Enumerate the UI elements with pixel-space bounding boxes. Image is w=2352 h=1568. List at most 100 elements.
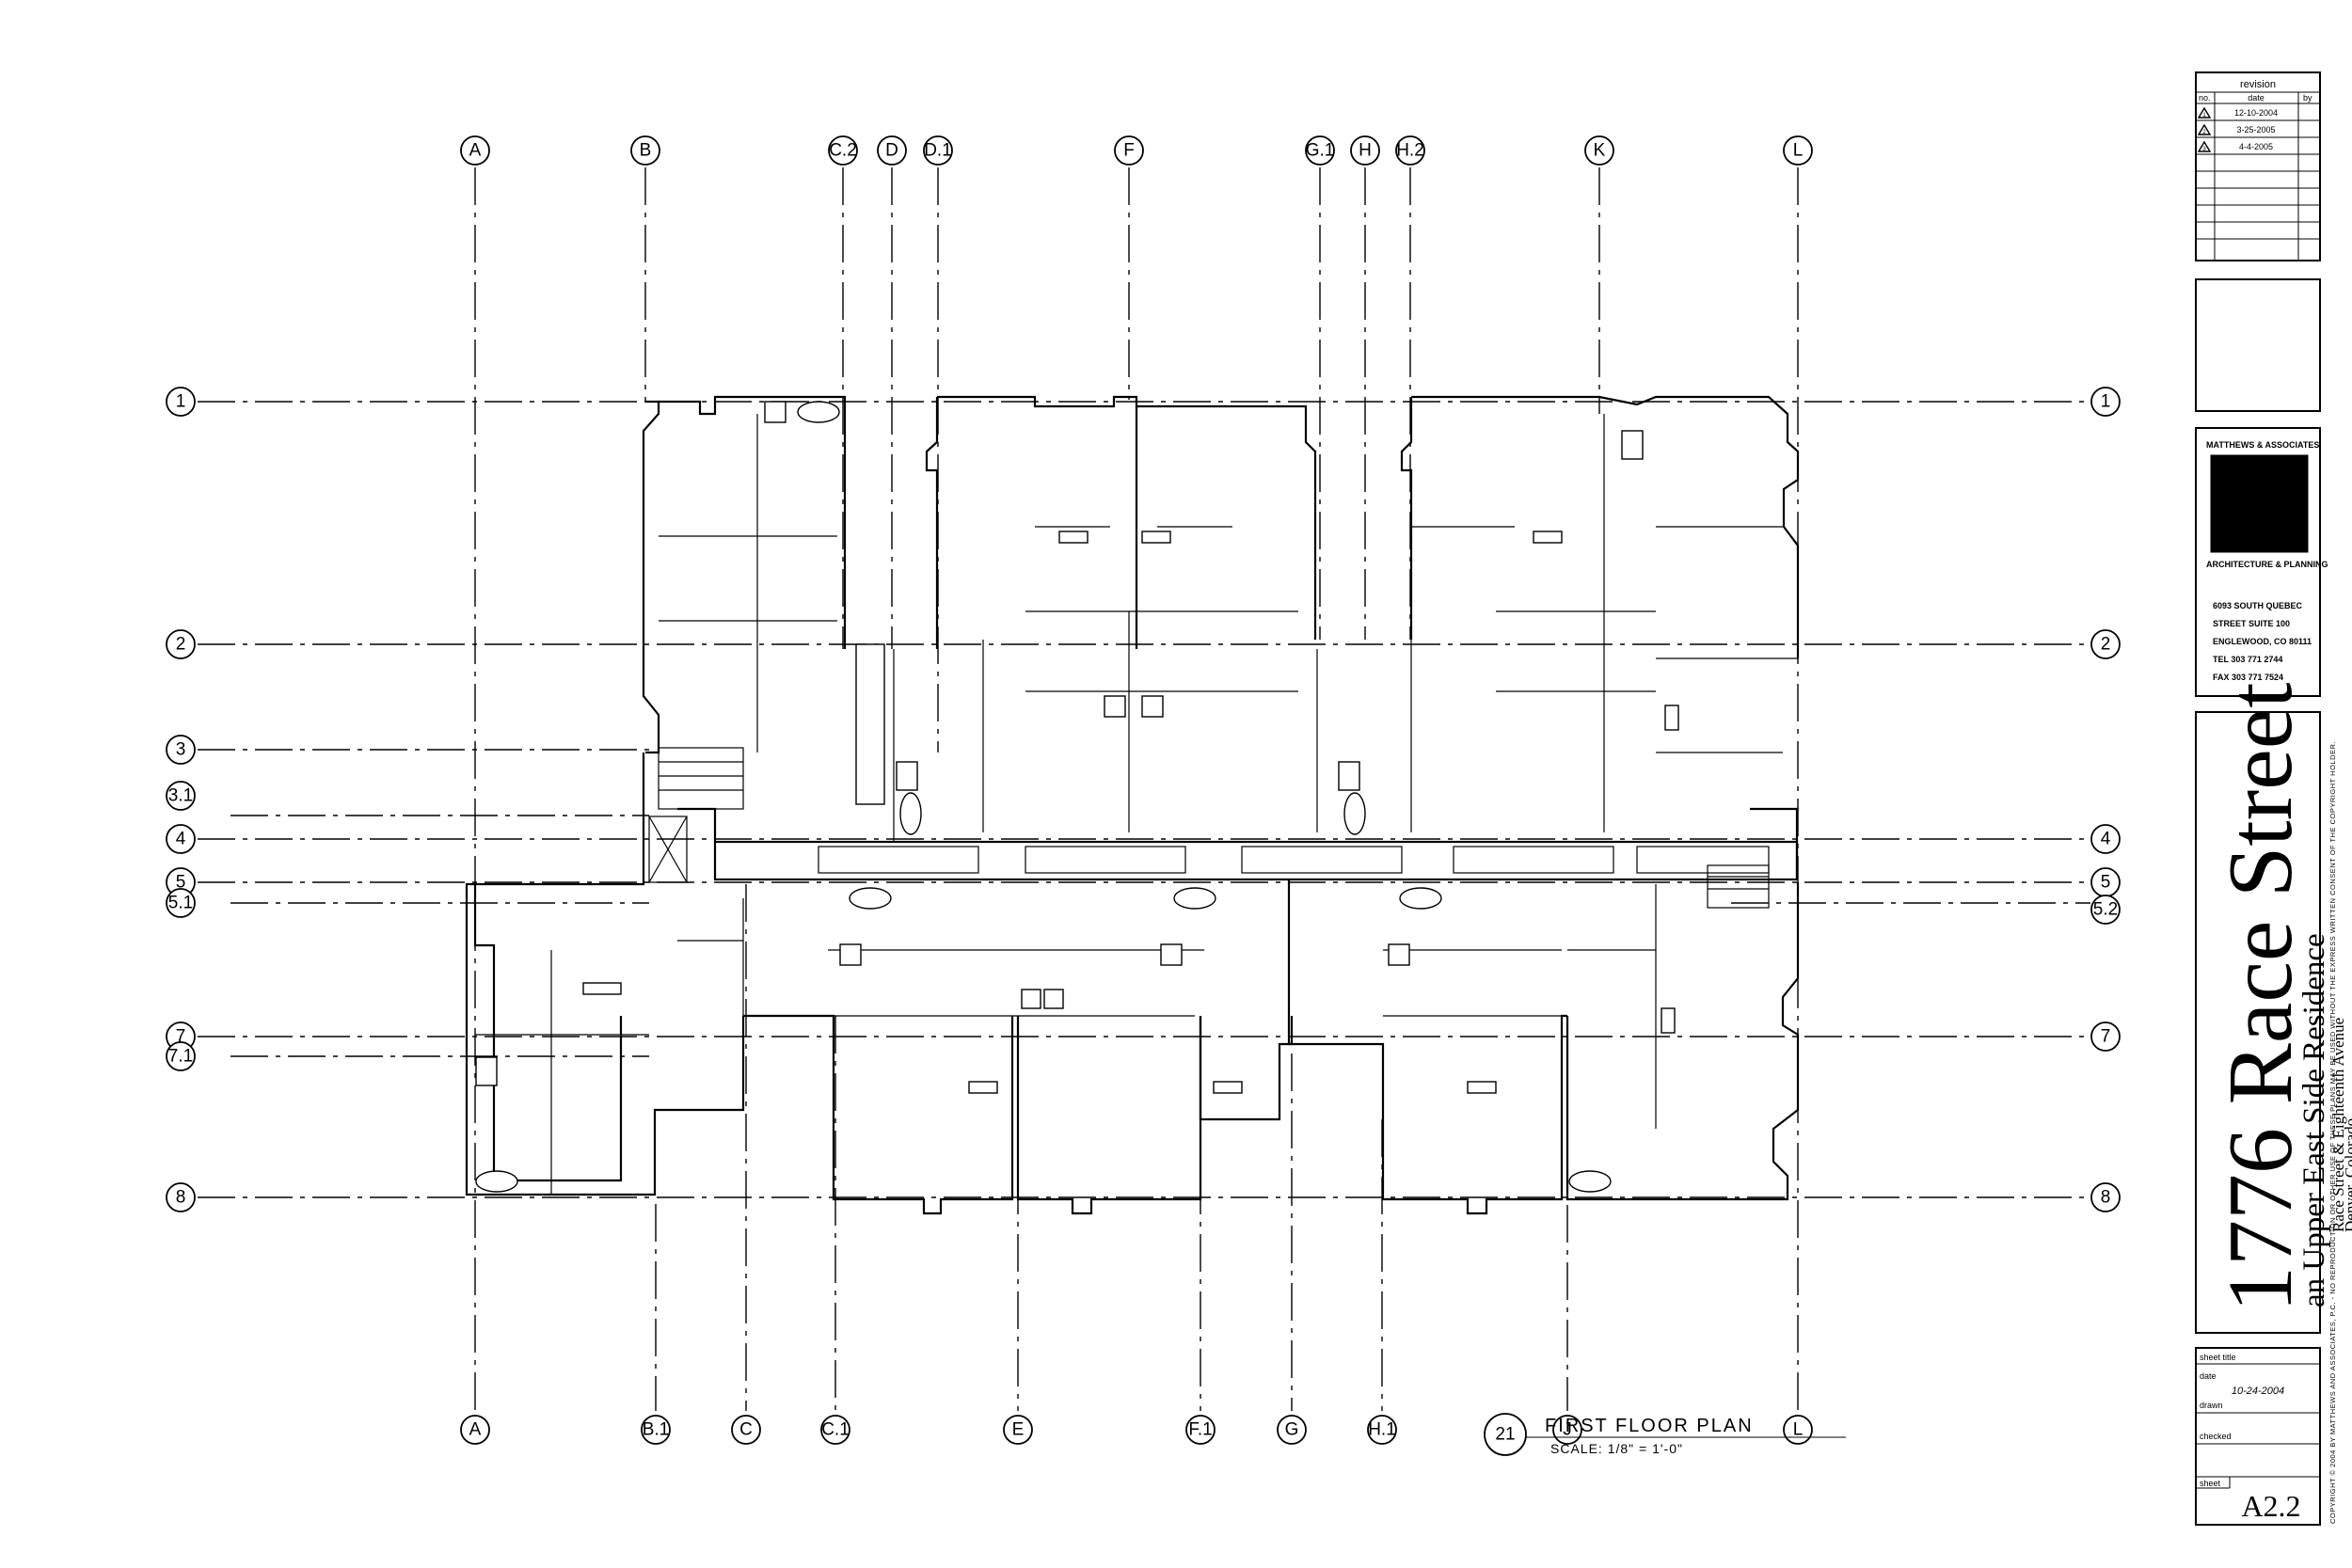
grid-row-right-bubble [2090,629,2121,659]
revision-date: 3-25-2005 [2236,125,2275,135]
grid-row-left-bubble [166,888,196,918]
grid-column-top-bubble [1584,135,1614,166]
grid-row-left-bubble [166,735,196,765]
firm-logo [2210,454,2309,553]
grid-column-bottom-bubble [731,1415,761,1445]
grid-column-bottom-bubble [820,1415,850,1445]
grid-column-top-bubble [877,135,907,166]
grid-row-left-bubble [166,387,196,417]
revision-no: 3 [2202,147,2206,152]
revision-date: 12-10-2004 [2234,108,2278,118]
grid-column-bottom-label: A [469,1420,482,1440]
grid-column-top-label: B [640,141,652,161]
grid-column-bottom-label: C [739,1420,753,1440]
firm-address-line: 6093 SOUTH QUEBEC [2213,601,2303,610]
grid-column-top-label: C.2 [829,141,857,161]
grid-column-top-label: F [1123,141,1135,161]
grid-row-right-label: 8 [2101,1188,2111,1208]
grid-column-top-label: H.2 [1396,141,1424,161]
blank-box [2195,278,2321,412]
grid-column-bottom-bubble [641,1415,671,1445]
grid-column-bottom-bubble [460,1415,490,1445]
sheet-label: sheet [2200,1479,2221,1488]
project-subtitle: an Upper East Side Residence [2297,933,2331,1307]
grid-row-left-label: 8 [176,1188,186,1208]
grid-column-top-bubble [1114,135,1144,166]
grid-column-top-bubble [630,135,660,166]
sheet-info-block: sheet title date 10-24-2004 drawn checke… [2195,1347,2321,1526]
revision-no: 2 [2202,130,2206,135]
grid-column-bottom-bubble [1003,1415,1033,1445]
plan-number-bubble [1484,1413,1527,1456]
fixtures [475,401,1679,1193]
revision-heading: revision [2240,79,2276,90]
project-address-line1: Race Street & Eighteenth Avenue [2329,1018,2347,1232]
grid-row-right-label: 7 [2101,1027,2111,1047]
grid-column-bottom-label: L [1793,1420,1804,1440]
grid-row-left-label: 1 [176,392,186,412]
revision-col-by: by [2303,93,2312,103]
grid-row-left-bubble [166,629,196,659]
date-value: 10-24-2004 [2232,1386,2284,1397]
grid-column-top-bubble [923,135,953,166]
firm-address-line: ENGLEWOOD, CO 80111 [2213,637,2312,646]
copyright-notice: COPYRIGHT © 2004 BY MATTHEWS AND ASSOCIA… [2328,741,2337,1524]
grid-row-left-label: 5.1 [168,894,193,913]
grid-column-bottom-label: B.1 [643,1420,670,1440]
project-address-line2: Denver, Colorado [2342,1118,2352,1232]
grid-row-right-bubble [2090,1022,2121,1052]
grid-column-bottom-bubble [1277,1415,1307,1445]
plan-title-block: 21 FIRST FLOOR PLAN SCALE: 1/8" = 1'-0" [1484,1413,1846,1456]
grid-row-left-bubble [166,824,196,854]
grid-column-top-bubble [828,135,858,166]
grid-column-top-label: L [1793,141,1804,161]
grid-column-top-bubble [460,135,490,166]
revision-col-no: no. [2199,93,2211,103]
revision-col-date: date [2248,93,2265,103]
grid-column-top-label: D.1 [924,141,952,161]
grid-row-right-bubble [2090,895,2121,925]
building-walls [465,395,1800,1215]
firm-block: MATTHEWS & ASSOCIATES ARCHITECTURE & PLA… [2195,427,2328,697]
grid-lines [198,167,2090,1411]
grid-row-left-label: 5 [176,873,186,893]
project-title: 1776 Race Street [2210,683,2312,1312]
grid-column-top-label: D [885,141,898,161]
grid-column-bottom-label: J [1563,1420,1572,1440]
grid-column-top-label: A [469,141,482,161]
grid-column-top-bubble [1350,135,1380,166]
grid-column-top-label: K [1594,141,1606,161]
grid-row-left-label: 3.1 [168,786,193,806]
grid-row-right-label: 2 [2101,635,2111,655]
checked-label: checked [2200,1432,2232,1441]
grid-row-left-bubble [166,781,196,811]
grid-row-left-label: 7 [176,1027,186,1047]
grid-column-top-label: G.1 [1306,141,1335,161]
firm-address-line: FAX 303 771 7524 [2213,673,2283,682]
grid-column-top-bubble [1305,135,1335,166]
grid-column-top-label: H [1359,141,1372,161]
grid-row-left-label: 7.1 [168,1047,193,1067]
grid-column-bottom-label: G [1285,1420,1299,1440]
grid-row-left-label: 3 [176,740,186,760]
grid-row-left-label: 2 [176,635,186,655]
grid-row-right-label: 4 [2101,830,2111,849]
grid-row-left-bubble [166,1182,196,1212]
grid-row-right-bubble [2090,1182,2121,1212]
firm-tagline: ARCHITECTURE & PLANNING [2206,560,2328,569]
revision-table: revision no. date by 1 12-10-2004 2 3-25… [2195,71,2321,261]
plan-title: FIRST FLOOR PLAN [1545,1416,1754,1436]
grid-row-right-label: 5.2 [2093,900,2118,920]
grid-column-bottom-bubble [1185,1415,1216,1445]
revision-delta-icon [2197,140,2212,152]
plan-scale: SCALE: 1/8" = 1'-0" [1550,1441,1683,1456]
date-label: date [2200,1371,2217,1381]
grid-row-right-label: 5 [2101,873,2111,893]
grid-column-bottom-label: F.1 [1188,1420,1212,1440]
grid-row-right-label: 1 [2101,392,2111,412]
revision-no: 1 [2202,113,2206,119]
firm-address-line: STREET SUITE 100 [2213,619,2290,628]
grid-column-top-bubble [1395,135,1425,166]
